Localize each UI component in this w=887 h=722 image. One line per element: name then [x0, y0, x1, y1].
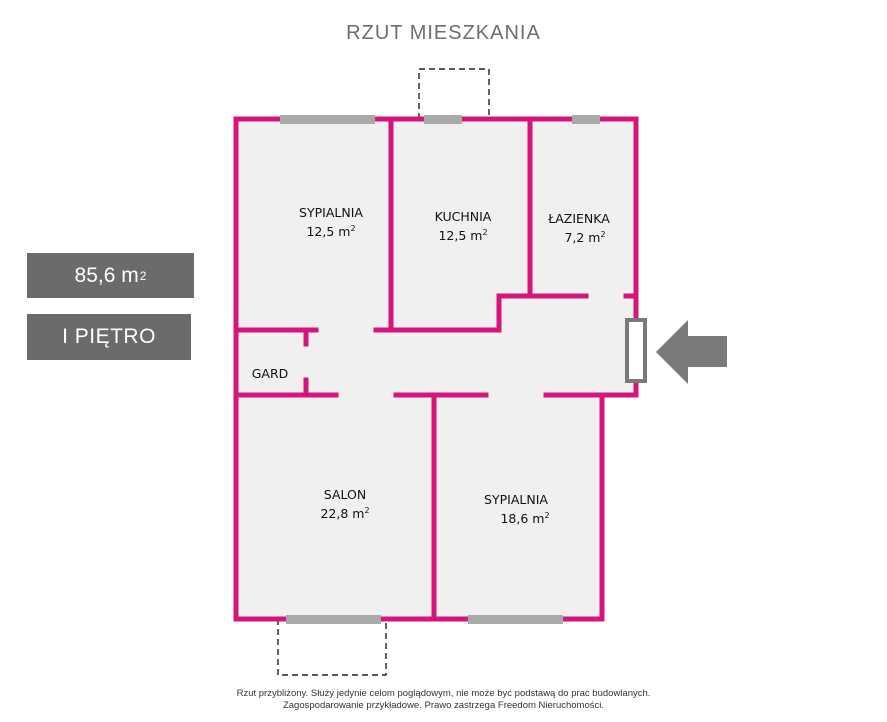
room-area: 7,2 m2: [564, 230, 606, 245]
room-label-living-room: SALON 22,8 m2: [290, 487, 400, 522]
window-salon: [286, 615, 381, 624]
window-bathroom: [572, 115, 600, 124]
entrance-door: [625, 318, 647, 383]
room-area: 22,8 m2: [320, 506, 370, 521]
windows: [280, 115, 600, 624]
room-label-bedroom1: SYPIALNIA 12,5 m2: [276, 205, 386, 240]
room-name: SYPIALNIA: [484, 492, 548, 507]
balconies: [277, 68, 490, 676]
room-label-bedroom2: SYPIALNIA 18,6 m2: [456, 492, 576, 527]
floor-label: I PIĘTRO: [62, 325, 156, 348]
room-label-wardrobe: GARD: [245, 366, 295, 382]
window-kitchen: [424, 115, 462, 124]
balcony-salon: [277, 619, 387, 676]
room-floors: [236, 119, 636, 619]
room-name: SALON: [323, 487, 367, 502]
window-bedroom2: [468, 615, 563, 624]
room-area: 12,5 m2: [438, 228, 488, 243]
room-name: GARD: [251, 366, 289, 381]
room-name: KUCHNIA: [434, 209, 492, 224]
lower-floor-area: [236, 393, 602, 619]
room-label-bathroom: ŁAZIENKA 7,2 m2: [529, 211, 629, 246]
room-area: 12,5 m2: [306, 224, 356, 239]
room-area: 18,6 m2: [500, 511, 550, 526]
room-name: SYPIALNIA: [299, 205, 363, 220]
disclaimer: Rzut przybliżony. Służy jedynie celom po…: [0, 688, 887, 712]
window-bedroom1: [280, 115, 375, 124]
disclaimer-line-2: Zagospodarowanie przykładowe. Prawo zast…: [282, 700, 605, 711]
balcony-kitchen: [418, 68, 490, 119]
area-value: 85,6 m: [74, 263, 139, 287]
disclaimer-line-1: Rzut przybliżony. Służy jedynie celom po…: [236, 688, 651, 699]
room-label-kitchen: KUCHNIA 12,5 m2: [408, 209, 518, 244]
upper-floor-area: [236, 119, 636, 395]
room-name: ŁAZIENKA: [548, 211, 610, 226]
floor-badge: I PIĘTRO: [27, 314, 191, 360]
page-title: RZUT MIESZKANIA: [346, 22, 541, 44]
area-unit-sup: 2: [139, 268, 147, 283]
entrance-arrow-icon: [656, 320, 727, 384]
